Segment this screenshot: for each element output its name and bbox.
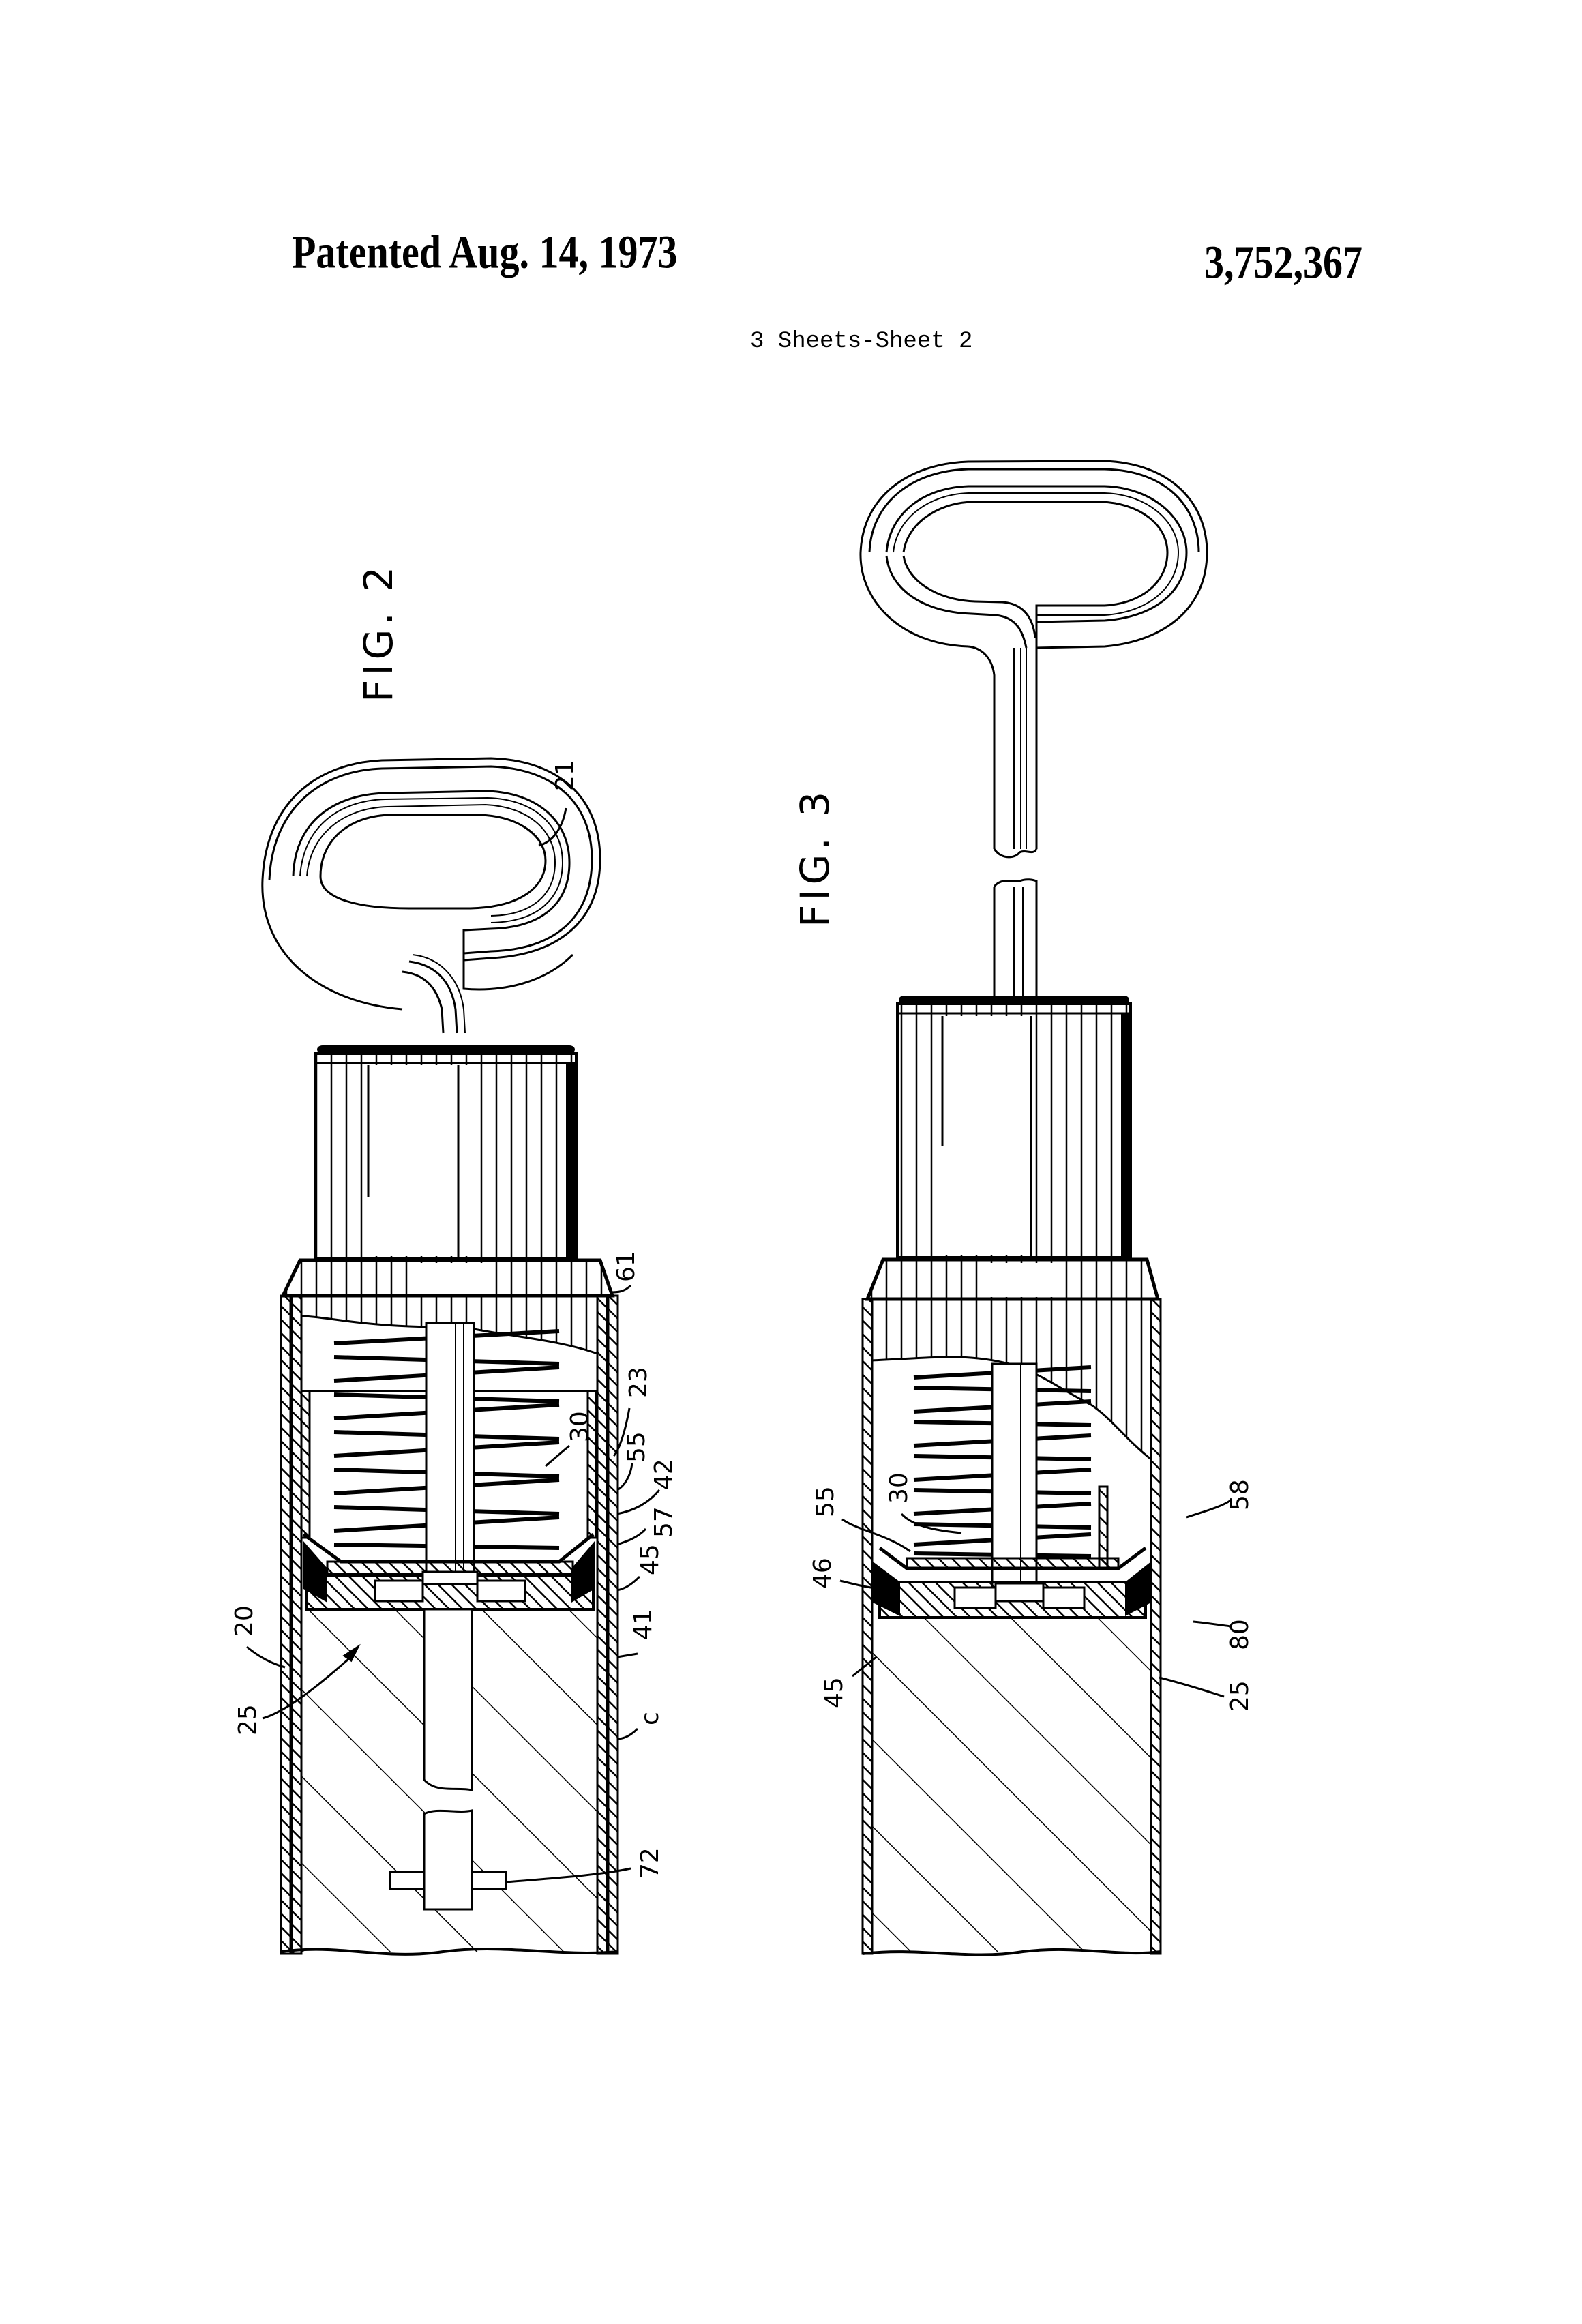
fig2-label-30: 30 <box>566 1411 594 1442</box>
fig3-valve-assembly <box>873 1547 1151 1619</box>
fig3-label-58: 58 <box>1226 1479 1254 1510</box>
patent-date: Patented Aug. 14, 1973 <box>292 226 678 278</box>
fig3-cap <box>896 996 1132 1259</box>
fig2-label-61: 61 <box>612 1251 640 1282</box>
fig3-label-30: 30 <box>885 1472 913 1504</box>
fig2-label-55: 55 <box>623 1431 651 1463</box>
figure-3: FIG. 3 <box>792 460 1254 1956</box>
fig2-left-leaders <box>246 1643 361 1720</box>
fig2-label-20: 20 <box>230 1605 258 1637</box>
fig2-label-57: 57 <box>650 1506 678 1538</box>
fig2-label-25: 25 <box>234 1704 262 1735</box>
fig2-leader-lines <box>505 1407 661 1883</box>
fig3-label-80: 80 <box>1226 1619 1254 1650</box>
fig2-valve-assembly <box>302 1532 595 1611</box>
fig3-label-25: 25 <box>1226 1680 1254 1712</box>
fig3-label-46: 46 <box>809 1558 837 1589</box>
figure-2: FIG. 2 21 <box>230 563 678 1956</box>
fig2-collar <box>280 1258 615 1298</box>
fig2-label-41: 41 <box>629 1609 657 1640</box>
fig3-title: FIG. 3 <box>792 788 838 927</box>
fig2-label-21: 21 <box>551 760 579 791</box>
fig2-cap <box>314 1045 578 1260</box>
fig2-title: FIG. 2 <box>355 563 402 702</box>
fig2-key-handle <box>261 757 601 1034</box>
sheet-info: 3 Sheets-Sheet 2 <box>750 329 973 355</box>
fig2-label-45: 45 <box>636 1544 664 1575</box>
fig3-label-45: 45 <box>820 1677 848 1708</box>
fig3-leader-lines <box>839 1499 1232 1698</box>
fig2-label-23: 23 <box>625 1367 653 1398</box>
fig2-label-72: 72 <box>636 1847 664 1879</box>
fig2-label-42: 42 <box>650 1459 678 1490</box>
fig3-label-55: 55 <box>811 1486 839 1517</box>
fig3-key-handle <box>859 460 1208 996</box>
fig3-outer-wall <box>861 1298 1162 1955</box>
patent-number: 3,752,367 <box>1204 236 1362 288</box>
fig2-label-c: c <box>636 1712 664 1725</box>
